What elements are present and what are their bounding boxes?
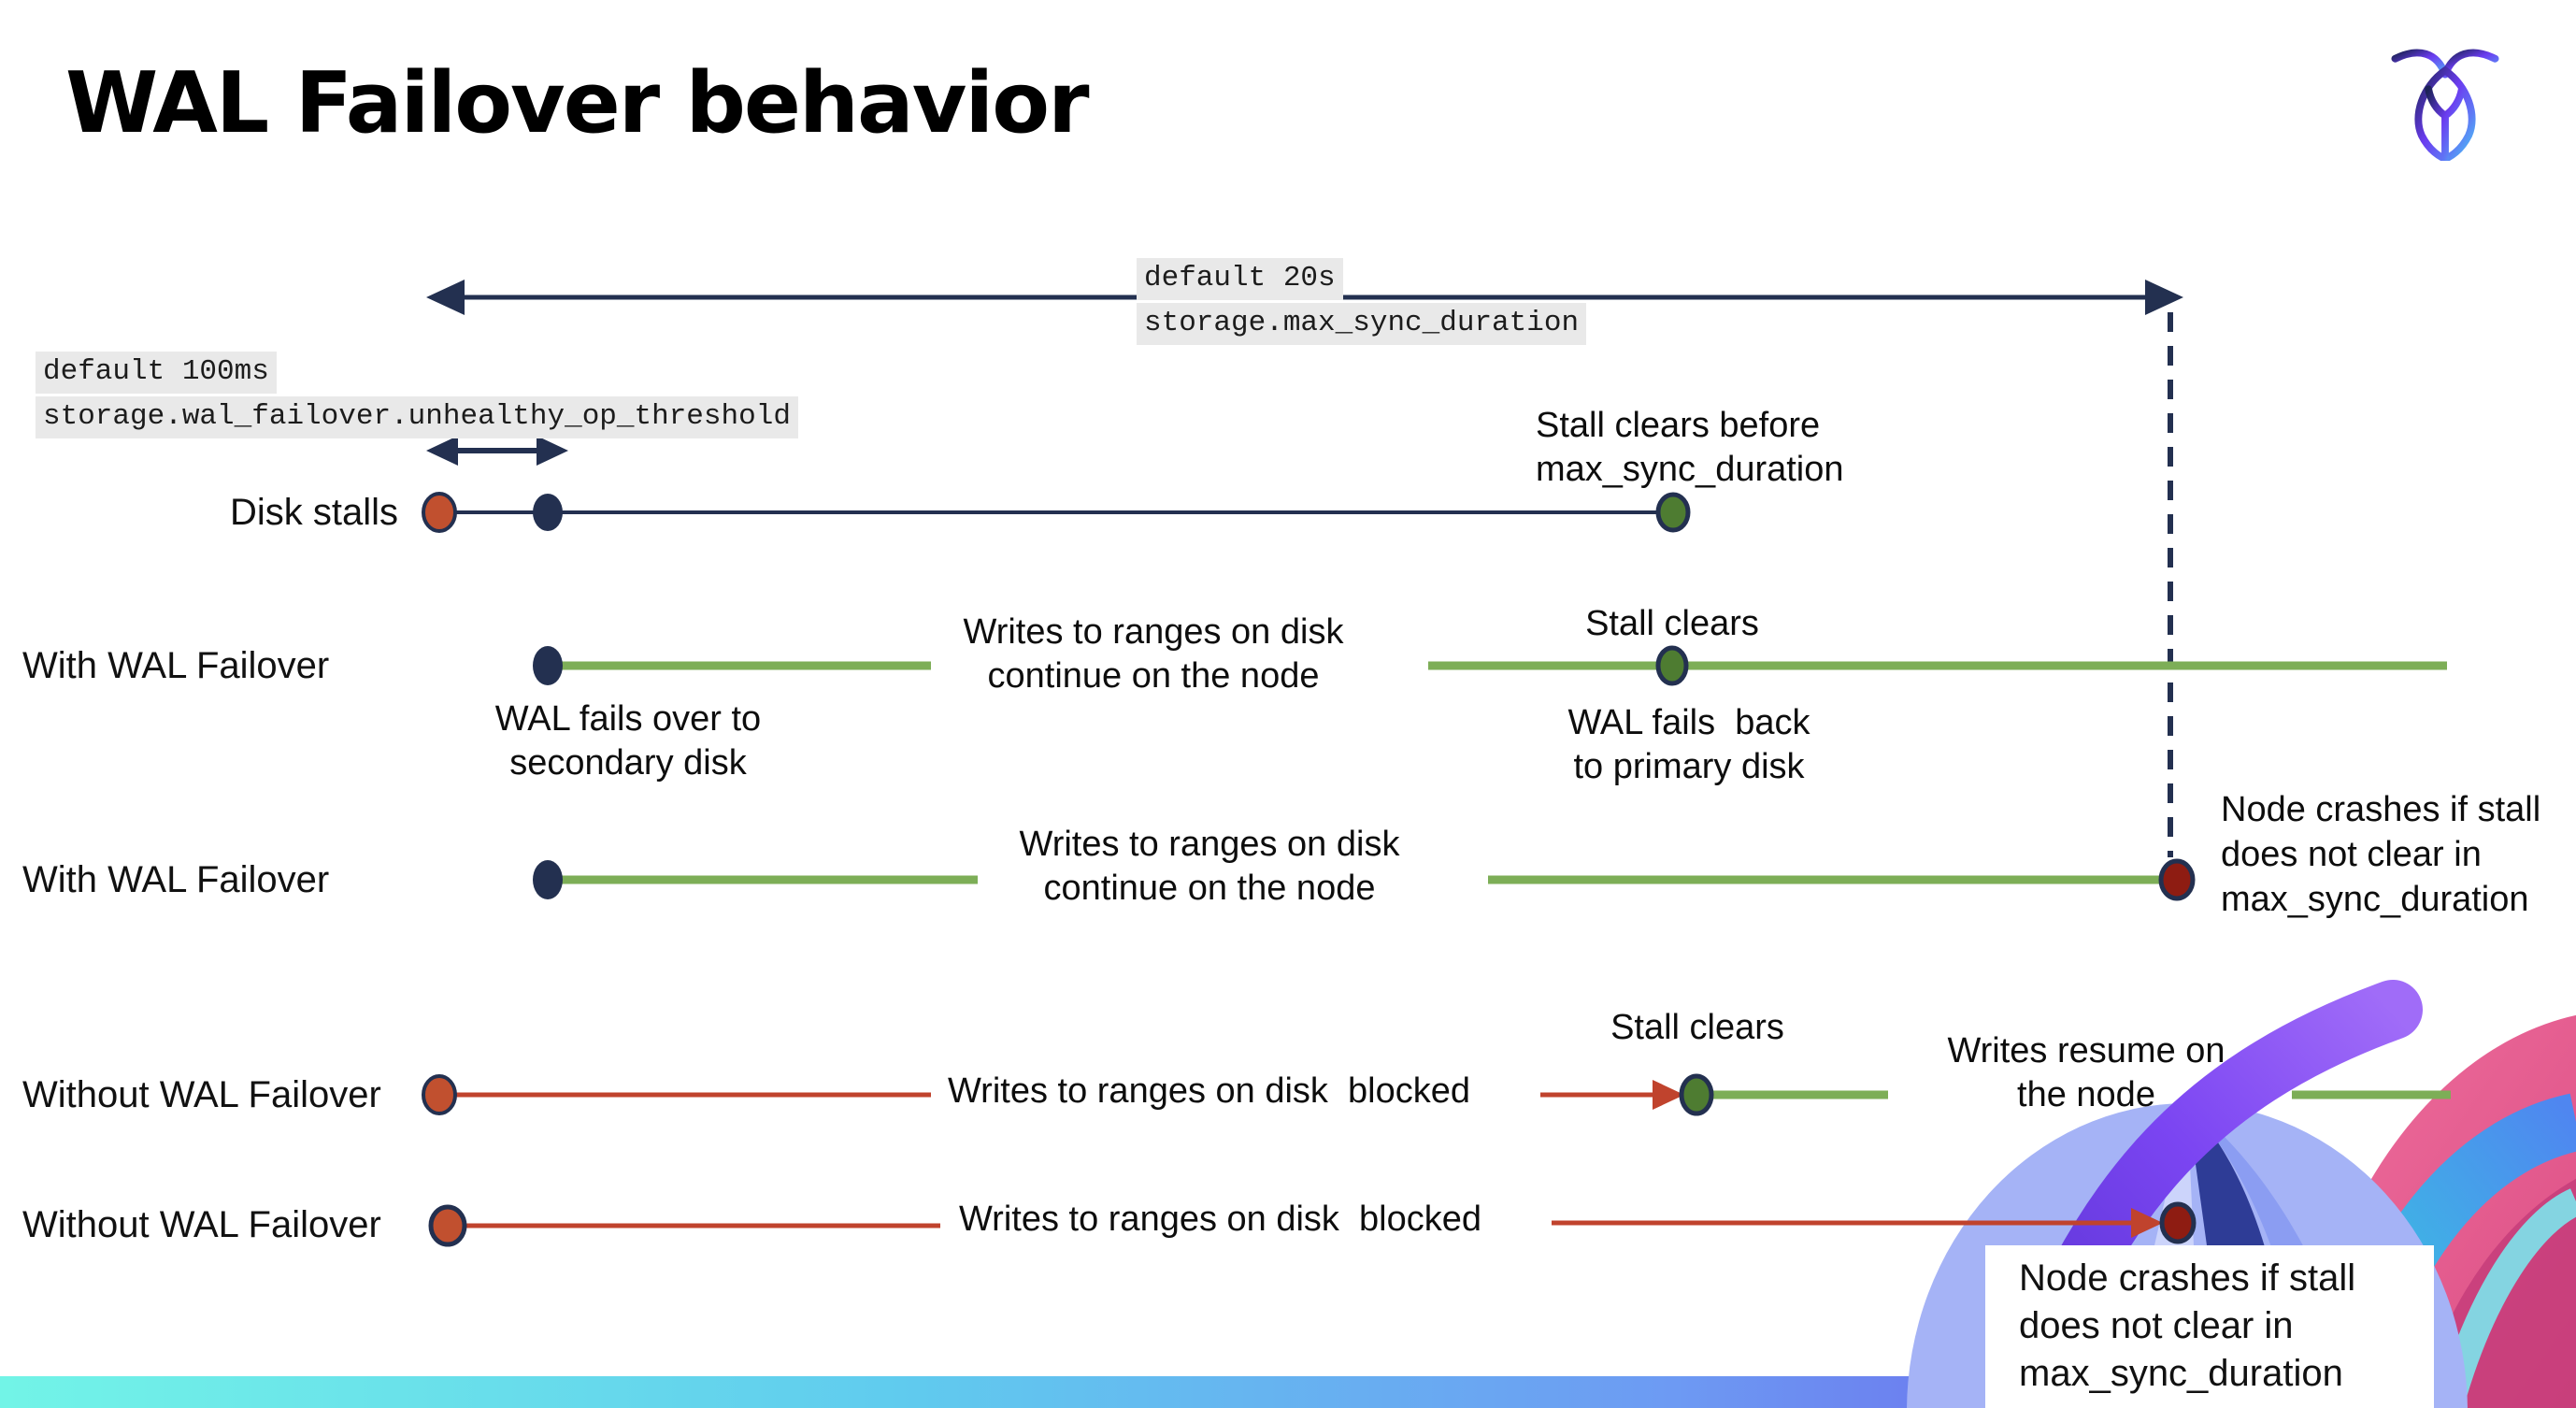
annotation-line: Stall clears	[1610, 1008, 1784, 1047]
annotation-line: secondary disk	[509, 743, 747, 783]
row-label-with-wal-failover-2: With WAL Failover	[22, 859, 330, 900]
timeline-with-wal-failover-1	[533, 645, 2447, 686]
annotation-node-crashes-2: Node crashes if stall does not clear in …	[2019, 1255, 2355, 1398]
annotation-stall-clears-before: Stall clears before max_sync_duration	[1536, 404, 1844, 492]
annotation-line: Stall clears before	[1536, 406, 1821, 445]
annotation-line: Writes to ranges on disk blocked	[959, 1200, 1482, 1239]
logo-antenna-left	[2391, 49, 2449, 79]
stall-start-dot	[428, 1204, 467, 1247]
annotation-writes-continue-1: Writes to ranges on disk continue on the…	[942, 611, 1365, 698]
row-label-disk-stalls: Disk stalls	[230, 492, 399, 533]
annotation-writes-resume: Writes resume on the node	[1925, 1029, 2248, 1117]
annotation-line: continue on the node	[1043, 869, 1376, 908]
logo-wings	[2425, 85, 2466, 161]
annotation-writes-continue-2: Writes to ranges on disk continue on the…	[998, 823, 1421, 911]
arrowhead-right	[2145, 280, 2183, 315]
logo-antenna-right	[2441, 49, 2499, 79]
annotation-line: Writes to ranges on disk blocked	[948, 1071, 1471, 1111]
stall-clears-dot	[1679, 1073, 1714, 1116]
config-default-value: default 100ms	[36, 352, 277, 394]
config-setting-name: storage.max_sync_duration	[1137, 303, 1587, 345]
timeline-disk-stalls	[422, 492, 1691, 533]
row-label-without-wal-failover-1: Without WAL Failover	[22, 1074, 381, 1115]
row-label-with-wal-failover-1: With WAL Failover	[22, 645, 330, 686]
stall-start-dot	[422, 492, 457, 533]
annotation-line: WAL fails over to	[494, 699, 762, 739]
annotation-node-crashes-1: Node crashes if stall does not clear in …	[2221, 787, 2540, 922]
annotation-wal-fails-back: WAL fails back to primary disk	[1502, 701, 1876, 789]
config-setting-name: storage.wal_failover.unhealthy_op_thresh…	[36, 396, 798, 438]
annotation-stall-clears-1: Stall clears	[1531, 602, 1813, 646]
annotation-line: Writes to ranges on disk	[963, 612, 1344, 652]
blocked-arrowhead	[1653, 1080, 1684, 1110]
annotation-line: Stall clears	[1585, 604, 1759, 643]
annotation-line: WAL fails back	[1567, 703, 1810, 742]
config-label-unhealthy-op-threshold: default 100ms storage.wal_failover.unhea…	[36, 352, 798, 441]
annotation-line: max_sync_duration	[1536, 450, 1844, 489]
stall-clears-dot	[1655, 492, 1691, 533]
row-label-without-wal-failover-2: Without WAL Failover	[22, 1204, 381, 1245]
annotation-writes-blocked-1: Writes to ranges on disk blocked	[948, 1070, 1470, 1113]
annotation-line: Node crashes if stall	[2019, 1257, 2356, 1299]
arrowhead-left	[426, 280, 465, 315]
config-default-value: default 20s	[1137, 258, 1343, 300]
config-label-max-sync-duration: default 20s storage.max_sync_duration	[1137, 258, 1587, 348]
annotation-line: max_sync_duration	[2019, 1353, 2343, 1394]
annotation-wal-fails-over: WAL fails over to secondary disk	[441, 697, 815, 785]
annotation-line: to primary disk	[1573, 747, 1805, 786]
annotation-line: continue on the node	[987, 656, 1320, 696]
annotation-writes-blocked-2: Writes to ranges on disk blocked	[959, 1198, 1481, 1242]
page-title: WAL Failover behavior	[65, 54, 1089, 152]
annotation-line: does not clear in	[2221, 835, 2482, 874]
annotation-line: Writes resume on	[1947, 1031, 2225, 1070]
failover-dot	[533, 860, 563, 899]
stall-start-dot	[422, 1074, 457, 1115]
annotation-stall-clears-2: Stall clears	[1556, 1006, 1839, 1050]
annotation-line: does not clear in	[2019, 1305, 2294, 1346]
threshold-dot	[533, 494, 563, 531]
stall-clears-dot	[1655, 645, 1689, 686]
cockroachdb-logo-icon	[2391, 49, 2499, 161]
annotation-line: the node	[2017, 1075, 2155, 1114]
failover-dot	[533, 646, 563, 685]
annotation-line: Node crashes if stall	[2221, 790, 2541, 829]
annotation-line: Writes to ranges on disk	[1019, 825, 1400, 864]
node-crashes-card: Node crashes if stall does not clear in …	[1985, 1245, 2434, 1408]
annotation-line: max_sync_duration	[2221, 880, 2529, 919]
